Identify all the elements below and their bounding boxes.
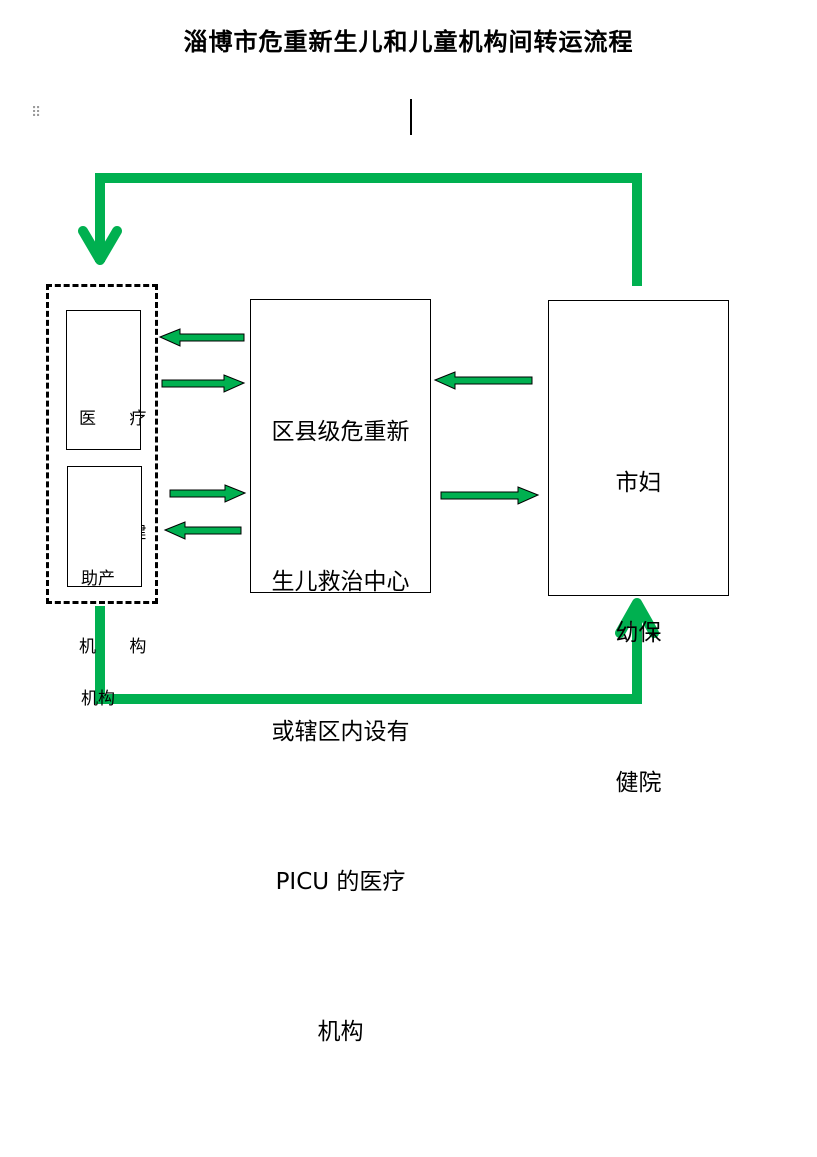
diagram-title: 淄博市危重新生儿和儿童机构间转运流程 bbox=[183, 27, 634, 56]
county-center-label: 区县级危重新 生儿救治中心 或辖区内设有 PICU 的医疗 机构 bbox=[251, 307, 430, 1157]
arrow-center-to-city bbox=[440, 486, 540, 505]
midwifery-label: 助产 机构 bbox=[81, 479, 115, 799]
city-hospital-label: 市妇 幼保 健院 bbox=[549, 358, 728, 908]
county-center-line: 机构 bbox=[317, 1019, 364, 1045]
county-critical-care-center-box: 区县级危重新 生儿救治中心 或辖区内设有 PICU 的医疗 机构 bbox=[250, 299, 431, 1045]
primary-institutions-group bbox=[46, 284, 158, 604]
city-maternal-child-hospital-box: 市妇 幼保 健院 bbox=[548, 300, 729, 796]
medical-care-line: 机 构 bbox=[79, 637, 161, 657]
midwifery-line: 机构 bbox=[81, 689, 115, 709]
county-center-line: 生儿救治中心 bbox=[271, 569, 410, 595]
arrow-center-to-medical bbox=[158, 328, 245, 347]
medical-care-line: 医 疗 bbox=[79, 409, 161, 429]
county-center-line: 或辖区内设有 bbox=[271, 719, 410, 745]
city-hospital-line: 市妇 bbox=[615, 470, 662, 496]
drag-handle-icon[interactable]: ⠿ bbox=[31, 105, 42, 121]
county-center-line: PICU 的医疗 bbox=[275, 869, 406, 895]
arrow-center-to-midwifery bbox=[163, 521, 242, 540]
county-center-line: 区县级危重新 bbox=[271, 419, 410, 445]
bottom-loop-line bbox=[95, 602, 642, 704]
flow-arrows bbox=[78, 173, 659, 704]
arrow-city-to-center bbox=[433, 371, 533, 390]
top-loop-line bbox=[95, 173, 642, 286]
arrow-midwifery-to-center bbox=[169, 484, 247, 503]
medical-care-institution-box: 医 疗 保 健 机 构 bbox=[66, 310, 146, 657]
arrow-medical-to-center bbox=[161, 374, 246, 393]
midwifery-line: 助产 bbox=[81, 569, 115, 589]
text-cursor bbox=[410, 99, 412, 135]
bottom-loop-arrowhead bbox=[615, 598, 659, 638]
top-loop-arrowhead bbox=[78, 226, 122, 265]
city-hospital-line: 健院 bbox=[615, 770, 662, 796]
city-hospital-line: 幼保 bbox=[615, 620, 662, 646]
midwifery-institution-box: 助产 机构 bbox=[67, 466, 142, 709]
